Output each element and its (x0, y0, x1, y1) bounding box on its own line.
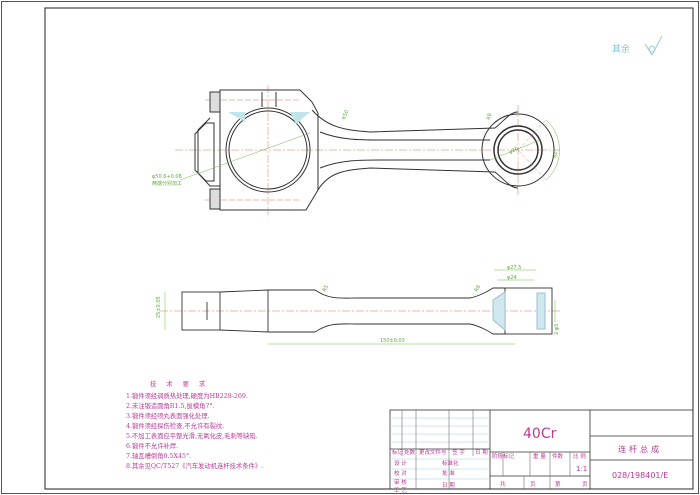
part-name: 连杆总成 (618, 444, 662, 454)
requirement-item: 1.锻件须经调质热处理,硬度为HB228-269. (126, 391, 248, 400)
requirement-item: 8.其余见QC/T527《汽车发动机连杆技术条件》. (126, 461, 263, 470)
sheet-page-label-2: 页 (582, 481, 588, 488)
role-date: 日 期 (442, 482, 455, 489)
header-label-change-doc: 更改文件号 (419, 448, 447, 456)
dim-oil-holes: 2-φ5 (554, 324, 560, 335)
roughness-symbol-icon (644, 35, 663, 56)
role-design: 设 计 (394, 459, 407, 467)
role-process: 工 艺 (394, 487, 407, 494)
dim-small-end-inner: φ24 (507, 275, 517, 281)
connecting-rod-top-view (175, 85, 560, 215)
dim-small-end-angle: 82° (552, 148, 560, 158)
requirement-item: 4.锻件须经探伤检查,不允许有裂纹. (126, 421, 224, 430)
scale-label: 比 例 (573, 452, 586, 460)
drawing-number: 028/198401/E (612, 471, 668, 480)
role-check: 校 对 (394, 469, 407, 477)
sheet-page-label: 页 (530, 481, 536, 488)
technical-requirements: 技 术 要 求 1.锻件须经调质热处理,硬度为HB228-269. 2.未注锻造… (126, 379, 263, 470)
dim-small-end-radius: R8 (486, 113, 493, 121)
sheet-current-label: 第 (555, 480, 561, 488)
role-standardization: 标准化 (442, 459, 459, 467)
requirement-item: 3.锻件须经喷丸表面强化处理. (126, 411, 210, 420)
role-review: 审 核 (394, 478, 407, 486)
dim-small-end-outer: φ27.5 (507, 265, 521, 271)
dim-width: 25±0.05 (156, 296, 162, 318)
requirement-item: 5.不加工表面应平整光滑,无氧化皮,毛刺等缺陷. (126, 431, 258, 440)
dim-big-end-note: 两端分别加工 (152, 180, 182, 187)
requirement-item: 6.锻件不允许补焊. (126, 441, 178, 450)
header-label-signature: 签 字 (452, 448, 465, 456)
header-label-date: 日 期 (475, 449, 488, 456)
stage-mark-label: 阶段标记 (492, 452, 515, 460)
dim-small-end-bore: φ26 (508, 146, 519, 156)
scale-value: 1:1 (576, 465, 587, 473)
dim-big-end-bore: φ50.6+0.08 (152, 174, 182, 180)
dim-fillet-right: R8 (474, 284, 483, 293)
drawing-frame (44, 7, 694, 490)
dim-fillet-left: R5 (322, 284, 331, 293)
roughness-note: 其余 (612, 43, 630, 55)
sheet-total-label: 共 (500, 480, 506, 488)
material: 40Cr (523, 426, 557, 442)
requirement-item: 7.轴瓦槽倒角0.5X45°. (126, 451, 191, 460)
dim-shank-radius: R50 (341, 109, 350, 120)
requirement-item: 2.未注锻造圆角R1.5,拔模角7°. (126, 401, 215, 410)
header-label-count: 处数 (404, 448, 416, 456)
role-approval: 批 准 (442, 469, 455, 477)
quantity-label: 件数 (552, 452, 564, 460)
requirements-title: 技 术 要 求 (150, 379, 209, 388)
header-label-mark: 标记 (392, 448, 404, 456)
title-block (389, 409, 694, 490)
weight-label: 重 量 (533, 452, 546, 460)
connecting-rod-side-view (160, 269, 560, 345)
dim-center-distance: 150±0.03 (380, 338, 405, 344)
